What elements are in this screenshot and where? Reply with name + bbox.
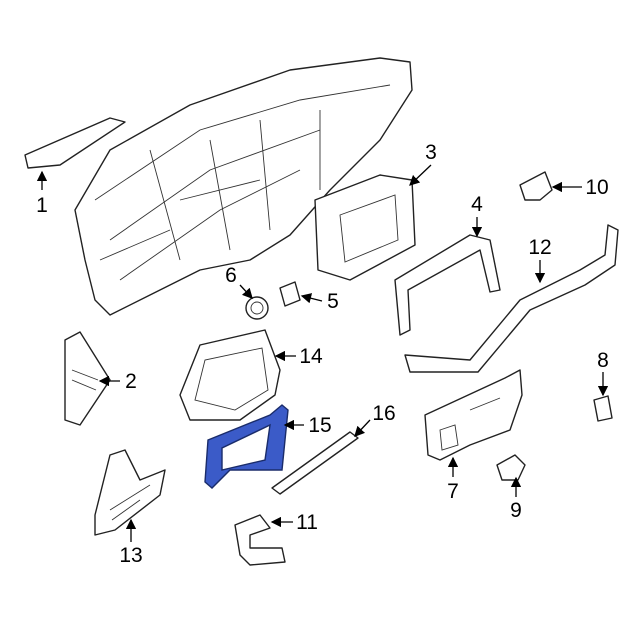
part-4 <box>394 234 501 336</box>
callout-15: 15 <box>308 414 331 437</box>
callout-13: 13 <box>119 544 142 567</box>
callout-9: 9 <box>510 499 522 522</box>
callout-1: 1 <box>36 194 48 217</box>
part-9 <box>496 454 526 481</box>
part-5 <box>279 281 301 307</box>
callout-10: 10 <box>585 176 608 199</box>
part-1 <box>24 117 126 169</box>
callout-7: 7 <box>447 480 459 503</box>
callout-2: 2 <box>125 370 137 393</box>
callout-8: 8 <box>597 349 609 372</box>
callout-14: 14 <box>299 345 323 368</box>
part-16 <box>271 431 359 495</box>
callout-3: 3 <box>425 141 437 164</box>
part-14 <box>179 329 281 421</box>
part-7 <box>424 369 523 461</box>
callout-4: 4 <box>471 193 483 216</box>
part-13 <box>94 449 166 536</box>
callout-6: 6 <box>225 264 237 287</box>
callout-11: 11 <box>296 511 318 534</box>
callout-12: 12 <box>528 236 551 259</box>
part-10 <box>519 171 553 201</box>
part-2 <box>64 331 111 426</box>
part-15-highlighted <box>204 404 289 489</box>
part-6 <box>245 296 269 320</box>
callout-5: 5 <box>327 290 339 313</box>
part-11 <box>234 514 286 566</box>
part-8 <box>593 395 613 422</box>
part-12 <box>404 224 619 373</box>
part-3 <box>314 174 416 281</box>
instrument-panel-frame <box>74 57 413 316</box>
callout-16: 16 <box>372 402 395 425</box>
leader-lines <box>36 164 609 542</box>
callout-labels: 1 2 3 4 5 6 7 8 9 10 11 12 13 14 15 16 <box>36 141 609 567</box>
